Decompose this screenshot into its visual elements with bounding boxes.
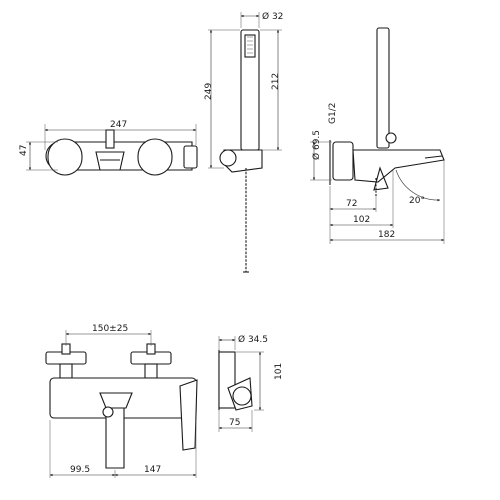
hand-shower: Ø 32 249 212 xyxy=(204,11,283,273)
dim-212-label: 212 xyxy=(271,73,281,90)
wall-bracket: Ø 34.5 101 75 xyxy=(218,334,284,432)
dim-75-label: 75 xyxy=(229,418,240,428)
dim-thread-label: G1/2 xyxy=(328,103,338,124)
dim-angle-label: 20° xyxy=(409,196,425,206)
side-view: G1/2 Ø 69.5 72 102 182 20° xyxy=(310,27,445,244)
dim-101-label: 101 xyxy=(274,363,284,380)
dim-99-5-label: 99.5 xyxy=(70,465,90,475)
top-view-mixer: 247 47 xyxy=(19,120,198,176)
dim-247-label: 247 xyxy=(110,120,127,130)
dim-bracket-diameter-label: Ø 34.5 xyxy=(238,334,268,345)
dim-147-label: 147 xyxy=(144,465,161,475)
dim-249-label: 249 xyxy=(204,83,214,100)
dim-handle-diameter-label: Ø 32 xyxy=(262,11,283,22)
dim-centers-label: 150±25 xyxy=(92,324,128,334)
dim-72-label: 72 xyxy=(346,199,357,209)
front-view-mixer: 150±25 99.5 147 xyxy=(45,324,198,478)
dim-182-label: 182 xyxy=(378,230,395,240)
dim-102-label: 102 xyxy=(353,215,370,225)
dim-47-label: 47 xyxy=(19,145,29,156)
dim-body-diameter-label: Ø 69.5 xyxy=(311,130,322,160)
